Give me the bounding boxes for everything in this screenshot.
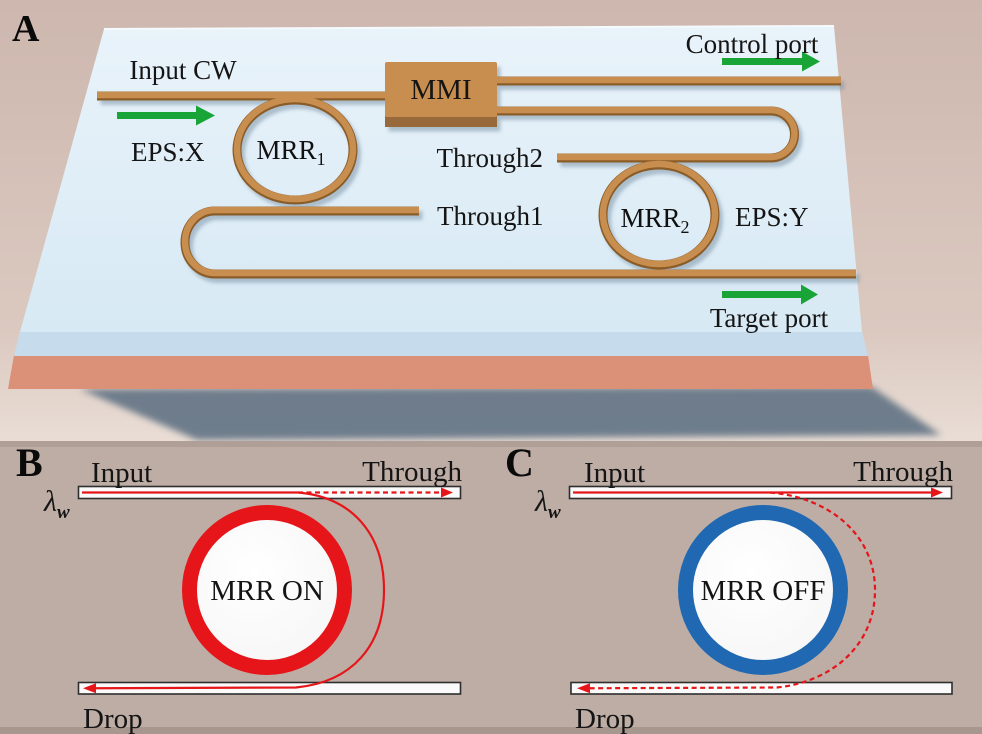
panel-a-label: A [12,8,40,50]
direction-arrows [117,51,820,305]
panel-c-label: C [505,440,534,485]
schematic-top-shade [0,441,982,447]
through-label: Through [362,456,462,488]
input-arrow-icon [117,105,215,126]
chip-top-surface [20,26,862,332]
panel-b-label: B [16,440,43,485]
panel-c: C λw Input Through Drop MRR OFF [505,440,953,734]
mrr-ring [182,505,352,675]
schematic-bottom-shade [0,727,982,734]
mrr-ring [678,505,848,675]
panel-b: B λw Input Through Drop MRR ON [16,440,462,734]
drop-label: Drop [575,703,635,734]
input-label: Input [584,457,645,489]
drop-arrow-icon [83,683,96,694]
mrr-state-label: MRR OFF [701,575,826,607]
input-label: Input [91,457,152,489]
light-path-dashed [589,491,877,690]
chip-shadow [80,387,941,440]
mrr2-label: MRR2 [620,203,689,237]
control-port-arrow-icon [722,51,820,72]
through2-label: Through2 [437,143,543,173]
target-port-label: Target port [710,303,829,333]
through1-label: Through1 [437,201,543,231]
mmi-coupler [385,62,497,117]
through-arrow-icon [441,487,453,498]
control-port-label: Control port [686,29,819,59]
through-label: Through [853,456,953,488]
through-arrow-icon [931,487,943,498]
chip-top-edge-highlight [103,25,835,30]
mrr-state-label: MRR ON [210,575,324,607]
lambda-w-label: λw [43,485,70,523]
drop-arrow-icon [577,683,590,694]
input-cw-label: Input CW [129,55,237,85]
eps-y-label: EPS:Y [735,202,809,232]
mmi-label: MMI [410,74,471,106]
target-port-arrow-icon [722,284,818,305]
panel-a: Input CW EPS:X MMI Control port Through2… [0,0,982,441]
lambda-w-label: λw [534,485,561,523]
mrr1-label: MRR1 [256,135,325,169]
drop-label: Drop [83,703,143,734]
mmi-coupler-front [385,116,497,127]
light-path-solid [82,491,386,690]
chip-front-face [14,331,868,356]
eps-x-label: EPS:X [131,137,205,167]
chip-substrate-face [8,355,873,389]
